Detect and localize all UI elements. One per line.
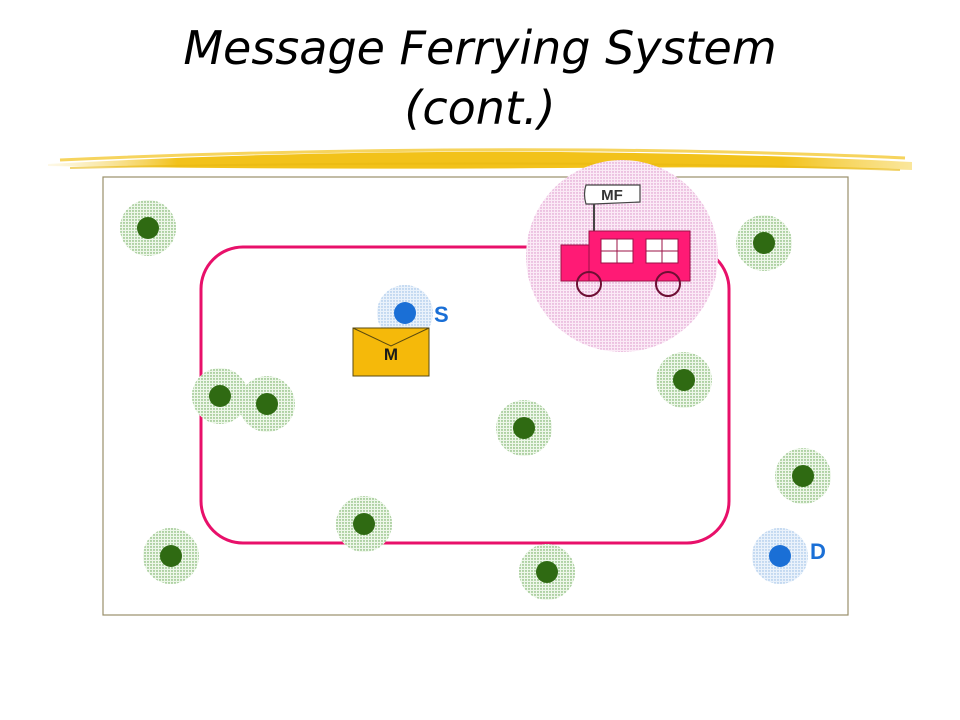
- destination-label: D: [810, 539, 826, 564]
- relay-node: [336, 496, 392, 552]
- relay-node: [656, 352, 712, 408]
- source-label: S: [434, 302, 449, 327]
- source-node: [377, 285, 433, 341]
- message-envelope: [352, 327, 430, 377]
- ferry-icon: [560, 184, 691, 297]
- message-label: M: [384, 345, 398, 364]
- ferry-label: MF: [601, 187, 623, 204]
- relay-node: [120, 200, 176, 256]
- relay-node: [143, 528, 199, 584]
- relay-node: [239, 376, 295, 432]
- relay-node: [775, 448, 831, 504]
- relay-node: [519, 544, 575, 600]
- title-line-2: (cont.): [404, 81, 556, 135]
- title-underline: [48, 148, 912, 171]
- relay-node: [192, 368, 248, 424]
- title-line-1: Message Ferrying System: [183, 21, 777, 75]
- relay-node: [736, 215, 792, 271]
- destination-node: [752, 528, 808, 584]
- relay-node: [496, 400, 552, 456]
- slide-title: Message Ferrying System (cont.): [0, 18, 960, 138]
